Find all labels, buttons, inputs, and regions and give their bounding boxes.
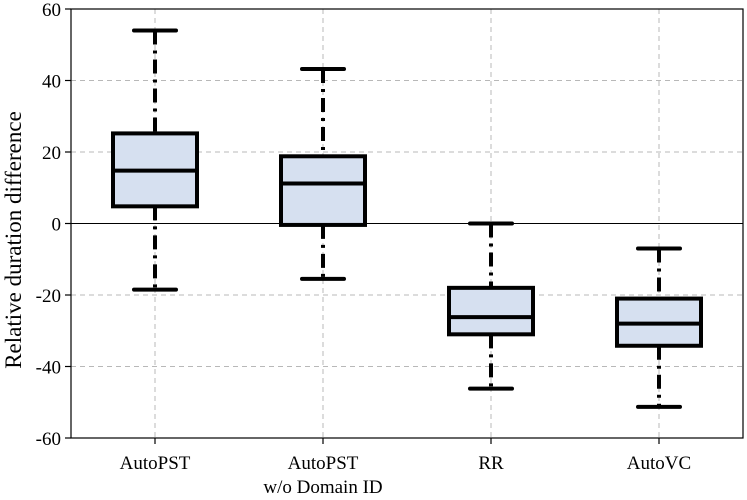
- box-3: [447, 221, 535, 391]
- x-tick-label: AutoPST: [288, 453, 359, 474]
- x-tick-label: AutoPST: [120, 453, 191, 474]
- x-tick-label-line2: w/o Domain ID: [263, 477, 382, 498]
- y-tick-label: 40: [42, 72, 61, 93]
- y-tick-label: 20: [42, 143, 61, 164]
- y-tick-label: -20: [36, 286, 61, 307]
- x-tick-label: RR: [478, 453, 504, 474]
- x-tick-labels: AutoPST AutoPST w/o Domain ID RR AutoVC: [120, 453, 692, 498]
- iqr-box: [447, 285, 535, 337]
- box-4: [615, 246, 703, 409]
- x-tick-label: AutoVC: [627, 453, 691, 474]
- y-tick-label: -40: [36, 358, 61, 379]
- y-tick-label: -60: [36, 429, 61, 450]
- box-2: [279, 67, 367, 281]
- y-tick-labels: -60 -40 -20 0 20 40 60: [36, 0, 61, 450]
- boxes-layer: [111, 28, 703, 409]
- box-1: [111, 28, 199, 292]
- iqr-box: [279, 154, 367, 227]
- tick-marks: [65, 8, 660, 444]
- y-tick-label: 0: [52, 215, 62, 236]
- y-tick-label: 60: [42, 0, 61, 21]
- y-axis-label: Relative duration difference: [1, 111, 26, 369]
